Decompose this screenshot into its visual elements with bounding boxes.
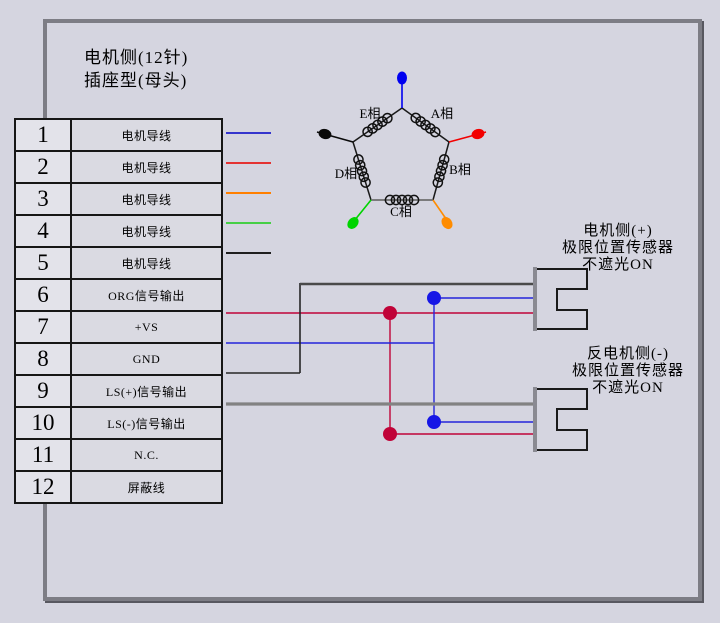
sensor1-label: 电机侧(+) 极限位置传感器 不遮光ON [533,223,703,274]
connector-title: 电机侧(12针) 插座型(母头) [84,46,188,92]
sensor2-label-line2: 极限位置传感器 [571,363,684,379]
pin-label-cell: 电机导线 [70,182,223,216]
pin-number-cell: 1 [14,118,72,152]
pin-label-cell: 电机导线 [70,118,223,152]
pin-row: 7+VS [14,310,223,344]
sensor2-label-line1: 反电机侧(-) [587,346,669,362]
phase-label-d: D相 [335,166,357,181]
pin-number-cell: 7 [14,310,72,344]
phase-label-a: A相 [431,106,453,121]
pin-number-cell: 10 [14,406,72,440]
terminal-dot-right [471,128,485,140]
edge-phase-e [352,107,403,143]
junction-dot-vs-top [383,306,397,320]
sensor1-label-line1: 电机侧(+) [583,223,653,239]
pin-number-cell: 2 [14,150,72,184]
junction-dot-gnd-top [427,291,441,305]
sensor1-body [534,268,588,330]
pin-label-cell: 电机导线 [70,214,223,248]
edge-phase-b [432,141,450,201]
junction-dot-vs-bottom [383,427,397,441]
edge-phase-a [401,107,450,143]
phase-label-e: E相 [360,106,381,121]
pin-label-cell: 电机导线 [70,246,223,280]
pin-label-cell: +VS [70,310,223,344]
edge-phase-d [352,141,372,201]
sensor1-label-line3: 不遮光ON [582,257,654,273]
motor-pentagon: E相 A相 B相 C相 D相 [316,71,487,230]
phase-label-c: C相 [390,204,412,219]
pin-number-cell: 5 [14,246,72,280]
connector-title-line2: 插座型(母头) [84,71,188,90]
connector-title-line1: 电机侧(12针) [84,48,189,67]
terminal-dot-top [397,71,407,85]
sensor1-label-line2: 极限位置传感器 [561,240,674,256]
sensor2-label-line3: 不遮光ON [592,380,664,396]
pin-label-cell: GND [70,342,223,376]
pin-number-cell: 3 [14,182,72,216]
pin-number-cell: 4 [14,214,72,248]
terminal-dot-bottom-left [347,217,359,229]
pin-number-cell: 11 [14,438,72,472]
phase-label-b: B相 [449,162,471,177]
pin-number-cell: 9 [14,374,72,408]
pin-label-cell: ORG信号输出 [70,278,223,312]
pin-number-cell: 12 [14,470,72,504]
pin-label-cell: LS(+)信号输出 [70,374,223,408]
pin-label-cell: 电机导线 [70,150,223,184]
pin-label-cell: N.C. [70,438,223,472]
sensor2-label: 反电机侧(-) 极限位置传感器 不遮光ON [543,346,713,397]
sensor2-body [534,388,588,451]
terminal-dot-bottom-right [441,216,453,230]
pin-number-cell: 8 [14,342,72,376]
pin-label-cell: LS(-)信号输出 [70,406,223,440]
pin-number-cell: 6 [14,278,72,312]
pin-label-cell: 屏蔽线 [70,470,223,504]
junction-dot-gnd-bottom [427,415,441,429]
terminal-dot-left [318,128,332,140]
